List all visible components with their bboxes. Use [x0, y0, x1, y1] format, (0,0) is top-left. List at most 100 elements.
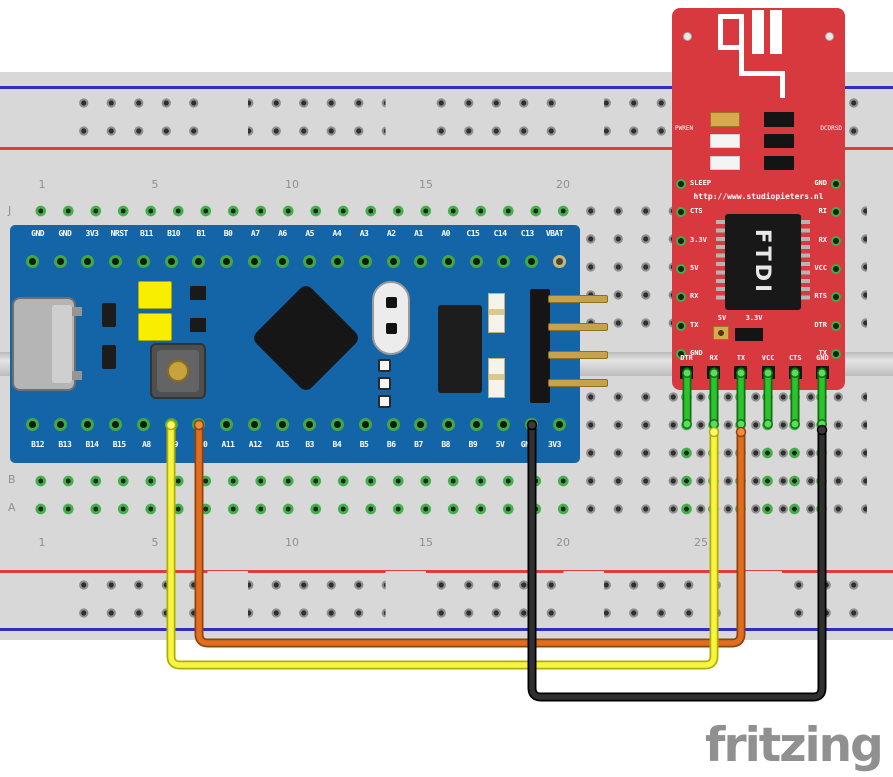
bluepill-top-pin-10[interactable]	[303, 255, 317, 268]
ftdi-right-pad-5[interactable]	[831, 320, 841, 331]
bp-pin-label: A3	[359, 229, 369, 238]
bluepill-top-pin-14[interactable]	[414, 255, 428, 268]
boot1-jumper[interactable]	[138, 313, 172, 341]
bluepill-bottom-pin-16[interactable]	[469, 418, 483, 431]
ftdi-left-pad-5[interactable]	[676, 320, 686, 331]
led-power	[488, 293, 505, 333]
crystal-oscillator	[372, 281, 410, 355]
bluepill-top-pin-19[interactable]	[552, 255, 566, 268]
bluepill-bottom-pin-14[interactable]	[414, 418, 428, 431]
bp-pin-label: NRST	[110, 229, 129, 238]
chip-pins-right	[801, 220, 810, 304]
ftdi-left-pads[interactable]	[676, 179, 686, 359]
bluepill-bottom-pin-10[interactable]	[303, 418, 317, 431]
bluepill-bottom-pin-11[interactable]	[331, 418, 345, 431]
bluepill-bottom-pin-7[interactable]	[220, 418, 234, 431]
bluepill-top-pin-row[interactable]	[26, 255, 566, 268]
bluepill-top-pin-12[interactable]	[358, 255, 372, 268]
bluepill-bottom-pin-15[interactable]	[442, 418, 456, 431]
bp-pin-label: GND	[31, 229, 45, 238]
bluepill-top-pin-3[interactable]	[109, 255, 123, 268]
bluepill-bottom-pin-3[interactable]	[109, 418, 123, 431]
bluepill-bottom-pin-9[interactable]	[275, 418, 289, 431]
bluepill-bottom-pin-row[interactable]	[26, 418, 566, 431]
connected-holes-row-j[interactable]	[27, 197, 577, 225]
debug-header-pin[interactable]	[548, 379, 608, 387]
bluepill-bottom-pin-1[interactable]	[53, 418, 67, 431]
bluepill-bottom-pin-8[interactable]	[247, 418, 261, 431]
ftdi-left-pad-2[interactable]	[676, 235, 686, 246]
wire-green-gnd[interactable]	[817, 367, 827, 429]
debug-header-pin[interactable]	[548, 351, 608, 359]
bluepill-top-pin-15[interactable]	[442, 255, 456, 268]
bluepill-top-pin-0[interactable]	[26, 255, 39, 268]
wire-orange-a10-tx[interactable]	[193, 419, 747, 648]
ftdi-left-pad-6[interactable]	[676, 348, 686, 359]
bluepill-top-pin-2[interactable]	[81, 255, 95, 268]
jumper-3v3-label: 3.3V	[745, 314, 763, 322]
voltage-jumper[interactable]	[713, 326, 729, 340]
usb-trace	[739, 71, 785, 76]
smd-pad-black	[764, 156, 794, 170]
bp-pin-label: 5V	[495, 440, 505, 449]
bluepill-bottom-pin-0[interactable]	[26, 418, 39, 431]
ftdi-left-pad-1[interactable]	[676, 207, 686, 218]
bluepill-top-pin-7[interactable]	[220, 255, 234, 268]
connected-holes-ftdi-row-a[interactable]	[673, 495, 835, 523]
bp-pin-label: A6	[278, 229, 287, 238]
bluepill-bottom-pin-2[interactable]	[81, 418, 95, 431]
column-number: 20	[556, 536, 570, 549]
crystal-footprint-pad	[378, 377, 391, 390]
debug-header-pin[interactable]	[548, 323, 608, 331]
ftdi-left-pad-3[interactable]	[676, 263, 686, 274]
bluepill-top-pin-6[interactable]	[192, 255, 206, 268]
bluepill-top-pin-18[interactable]	[525, 255, 539, 268]
bp-pin-label: B5	[359, 440, 369, 449]
connected-holes-row-a[interactable]	[27, 495, 577, 523]
bluepill-top-pin-9[interactable]	[275, 255, 289, 268]
bluepill-top-pin-11[interactable]	[331, 255, 345, 268]
reset-button[interactable]	[150, 343, 206, 399]
bluepill-top-pin-1[interactable]	[53, 255, 67, 268]
bp-pin-label: VBAT	[545, 229, 564, 238]
bluepill-top-pin-4[interactable]	[136, 255, 150, 268]
ftdi-right-pad-0[interactable]	[831, 179, 841, 189]
connected-holes-row-b[interactable]	[27, 467, 577, 495]
ftdi-right-pads[interactable]	[831, 179, 841, 359]
bp-pin-label: B14	[85, 440, 99, 449]
ftdi-right-pad-6[interactable]	[831, 348, 841, 359]
boot0-jumper[interactable]	[138, 281, 172, 309]
bluepill-bottom-pin-4[interactable]	[136, 418, 150, 431]
bp-pin-label: A4	[332, 229, 342, 238]
debug-header-pin[interactable]	[548, 295, 608, 303]
connected-holes-ftdi-row-c[interactable]	[673, 439, 835, 467]
connected-holes-ftdi-row-d[interactable]	[673, 411, 835, 439]
bluepill-top-pin-17[interactable]	[497, 255, 511, 268]
ftdi-right-pad-1[interactable]	[831, 207, 841, 218]
usb-footprint-bar	[752, 10, 764, 54]
bluepill-top-pin-13[interactable]	[386, 255, 400, 268]
wire-black-gnd[interactable]	[526, 419, 828, 702]
wire-green-tx[interactable]	[736, 367, 746, 429]
bluepill-top-pin-5[interactable]	[164, 255, 178, 268]
wire-green-vcc[interactable]	[763, 367, 773, 429]
bluepill-top-pin-8[interactable]	[247, 255, 261, 268]
bluepill-bottom-pin-19[interactable]	[552, 418, 566, 431]
wire-green-dtr[interactable]	[682, 367, 692, 429]
ftdi-left-pad-4[interactable]	[676, 292, 686, 303]
bluepill-bottom-pin-17[interactable]	[497, 418, 511, 431]
bluepill-bottom-pin-12[interactable]	[358, 418, 372, 431]
ftdi-right-pad-4[interactable]	[831, 292, 841, 303]
connected-holes-ftdi-row-b[interactable]	[673, 467, 835, 495]
ftdi-right-pad-2[interactable]	[831, 235, 841, 246]
stm32-bluepill-board[interactable]: GND GND 3V3 NRST B11 B10 B1 B0 A7 A6 A5 …	[10, 225, 608, 463]
ftdi-right-pad-3[interactable]	[831, 263, 841, 274]
wire-green-rx[interactable]	[709, 367, 719, 429]
ftdi-usb-serial-board[interactable]: PWREN DCDRSD http://www.studiopieters.nl…	[672, 8, 845, 390]
wire-green-cts[interactable]	[790, 367, 800, 429]
wire-yellow-a9-rx[interactable]	[165, 419, 720, 670]
bluepill-top-pin-16[interactable]	[469, 255, 483, 268]
bluepill-bottom-pin-13[interactable]	[386, 418, 400, 431]
ftdi-left-pad-0[interactable]	[676, 179, 686, 189]
bp-pin-label: B1	[196, 229, 206, 238]
